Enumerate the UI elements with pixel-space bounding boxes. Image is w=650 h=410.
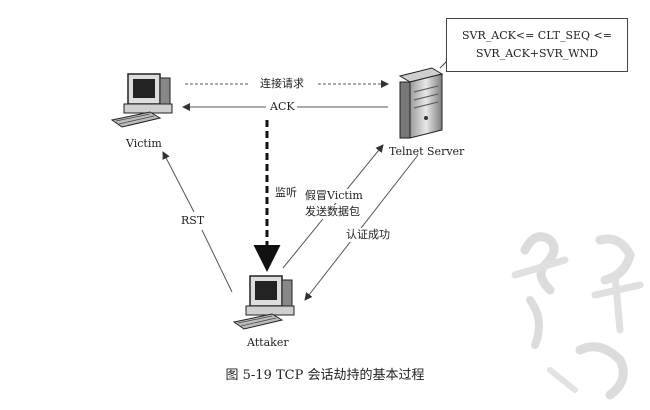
attacker-computer-icon: [232, 275, 295, 330]
diagram-canvas: Victim Telnet Server Attaker 连接请求 ACK 监听…: [110, 18, 644, 400]
auth-success-label: 认证成功: [344, 228, 392, 242]
spoof-label-line2: 发送数据包: [303, 205, 362, 219]
rst-label: RST: [179, 214, 207, 228]
sequence-condition-box: SVR_ACK<= CLT_SEQ <= SVR_ACK+SVR_WND: [446, 18, 628, 72]
victim-label: Victim: [126, 137, 162, 150]
auth-success-arrow: [304, 154, 419, 301]
attacker-label: Attaker: [247, 336, 289, 349]
connect-request-label: 连接请求: [258, 77, 306, 91]
condition-line2: SVR_ACK+SVR_WND: [475, 47, 599, 60]
ack-label: ACK: [268, 100, 297, 114]
spoof-label-line1: 假冒Victim: [303, 189, 365, 203]
victim-computer-icon: [110, 73, 173, 128]
server-label: Telnet Server: [389, 145, 465, 158]
rst-arrow: [162, 151, 233, 293]
monitor-label: 监听: [275, 186, 297, 199]
server-icon: [398, 67, 444, 139]
figure-caption: 图 5-19 TCP 会话劫持的基本过程: [225, 368, 425, 383]
condition-line1: SVR_ACK<= CLT_SEQ <=: [462, 29, 612, 42]
diagram-graphics: [110, 55, 453, 330]
